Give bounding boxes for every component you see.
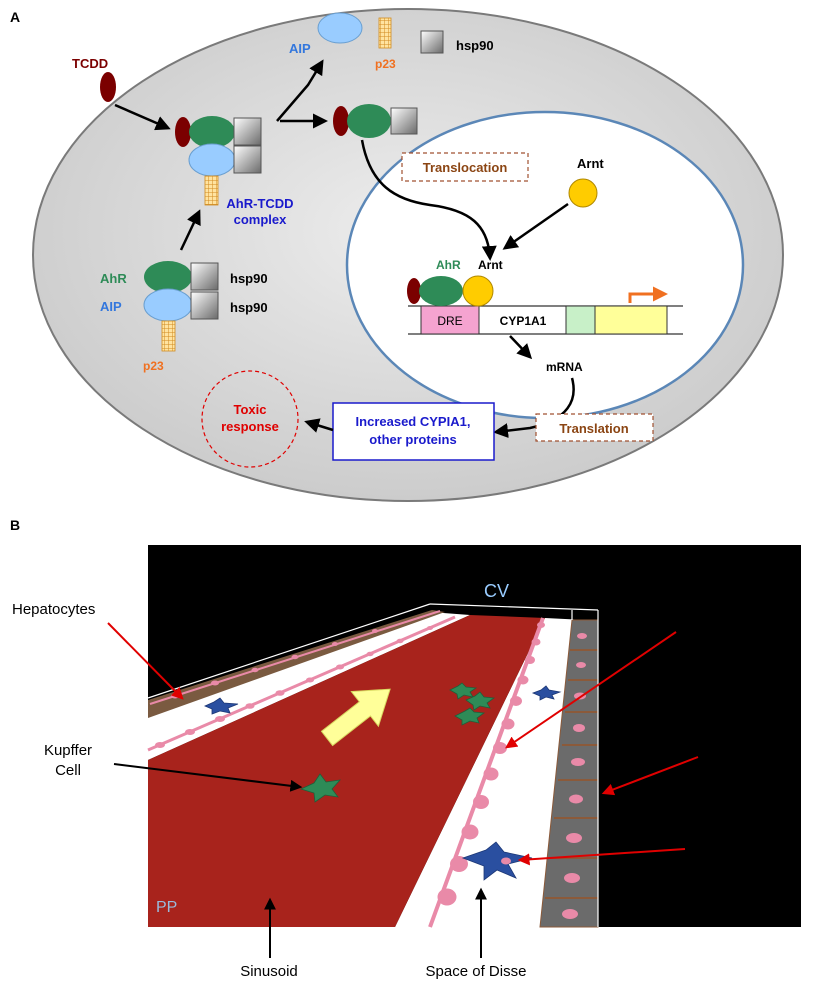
increased-label-line2: other proteins (369, 432, 456, 447)
endothelial-chain-right (428, 617, 545, 928)
arnt-free (568, 178, 598, 208)
space-of-disse-left (148, 612, 470, 760)
pp-label: PP (156, 899, 177, 916)
blood-flow-arrow (320, 688, 391, 747)
toxic-label-line2: response (221, 419, 279, 434)
dre-element (420, 305, 480, 335)
arrow-toxic-response (304, 418, 334, 433)
tcdd-nuclear (407, 278, 421, 304)
hsp90-top-label: hsp90 (456, 38, 494, 53)
arrow-endothelial (505, 631, 677, 749)
cv-label: CV (484, 581, 509, 601)
arrow-stellate (517, 848, 686, 866)
arrow-tcdd-bind (114, 103, 171, 131)
arrow-complex-formation (179, 209, 201, 251)
endothelial-chain-left (147, 615, 456, 752)
tcdd-bound-complex (175, 117, 191, 147)
transcription-start-arrow (628, 286, 668, 303)
cyp1a1-label: CYP1A1 (500, 314, 547, 328)
p23-left-label: p23 (143, 359, 164, 373)
sinusoid-label: Sinusoid (240, 963, 298, 980)
arrow-transcription (509, 335, 533, 360)
hsp90-complex-2 (233, 145, 262, 174)
arnt-nuclear-label: Arnt (478, 258, 503, 272)
hsp90-complex-1 (233, 117, 262, 146)
endothelial-label-line2: Cells (695, 614, 728, 631)
sinusoid-lumen (148, 615, 545, 927)
endothelial-label-line1: Endothelial (675, 595, 749, 612)
hsp90-left-label-2: hsp90 (230, 300, 268, 315)
arrow-translocation (360, 139, 497, 261)
disse-label: Space of Disse (426, 963, 527, 980)
toxic-response-circle (201, 370, 299, 468)
kupffer-label-line1: Kupffer (44, 742, 92, 759)
ahr-activated (347, 104, 391, 138)
translocation-label: Translocation (423, 160, 508, 175)
hepatocytes-right-label: Hepatocytes (699, 740, 782, 757)
p23-inactive (161, 320, 176, 352)
complex-label-line2: complex (234, 212, 288, 227)
arrow-translation (493, 377, 575, 439)
ahr-left-label: AhR (100, 271, 127, 286)
panel-b-letter: B (10, 517, 20, 533)
hsp90-activated (390, 107, 418, 135)
tcdd-bound-activated (333, 106, 349, 136)
aip-left-label: AIP (100, 299, 122, 314)
p23-complex (204, 175, 219, 206)
aip-complex (188, 143, 236, 177)
arrow-hepatocytes-left (107, 622, 184, 700)
arnt-free-label: Arnt (577, 156, 604, 171)
mrna-label: mRNA (546, 360, 583, 374)
hepatocytes-left-label: Hepatocytes (12, 601, 95, 618)
stellate-label-line1: Hepatic Stellate (687, 835, 792, 852)
aip-inactive (143, 288, 193, 322)
hsp90-inactive-2 (190, 291, 219, 320)
arrow-hepatocytes-right (601, 756, 699, 796)
increased-proteins-box (332, 402, 495, 461)
panel-a-letter: A (10, 9, 20, 25)
stellate-nucleus (501, 857, 511, 865)
stellate-label-line2: Cell (727, 855, 753, 872)
arnt-nuclear (462, 275, 494, 307)
p23-released (378, 17, 392, 49)
p23-top-label: p23 (375, 57, 396, 71)
gene-segment-yellow (594, 305, 668, 335)
translocation-box (401, 152, 529, 182)
translation-box (535, 413, 654, 442)
dre-label: DRE (437, 314, 462, 328)
complex-label-line1: AhR-TCDD (226, 196, 293, 211)
aip-released (317, 12, 363, 44)
hsp90-inactive-1 (190, 262, 219, 291)
gene-segment-green (565, 305, 596, 335)
hsp90-released (420, 30, 444, 54)
wireframe-outline (147, 603, 599, 927)
translation-label: Translation (559, 421, 628, 436)
ahr-inactive (144, 261, 192, 293)
tcdd-molecule (100, 72, 116, 102)
ahr-complex (189, 116, 235, 148)
ahr-nuclear (419, 276, 463, 306)
toxic-label-line1: Toxic (234, 402, 267, 417)
hepatocyte-strip-left (148, 610, 445, 718)
tcdd-label: TCDD (72, 56, 108, 71)
aip-top-label: AIP (289, 41, 311, 56)
arrow-arnt-bind (502, 202, 569, 250)
hsp90-left-label-1: hsp90 (230, 271, 268, 286)
arrow-kupffer (113, 763, 303, 792)
arrow-release-chaperones (276, 59, 324, 122)
ahr-nuclear-label: AhR (436, 258, 461, 272)
kupffer-label-line2: Cell (55, 762, 81, 779)
kupffer-cells (299, 682, 496, 803)
increased-label-line1: Increased CYPIA1, (356, 414, 471, 429)
